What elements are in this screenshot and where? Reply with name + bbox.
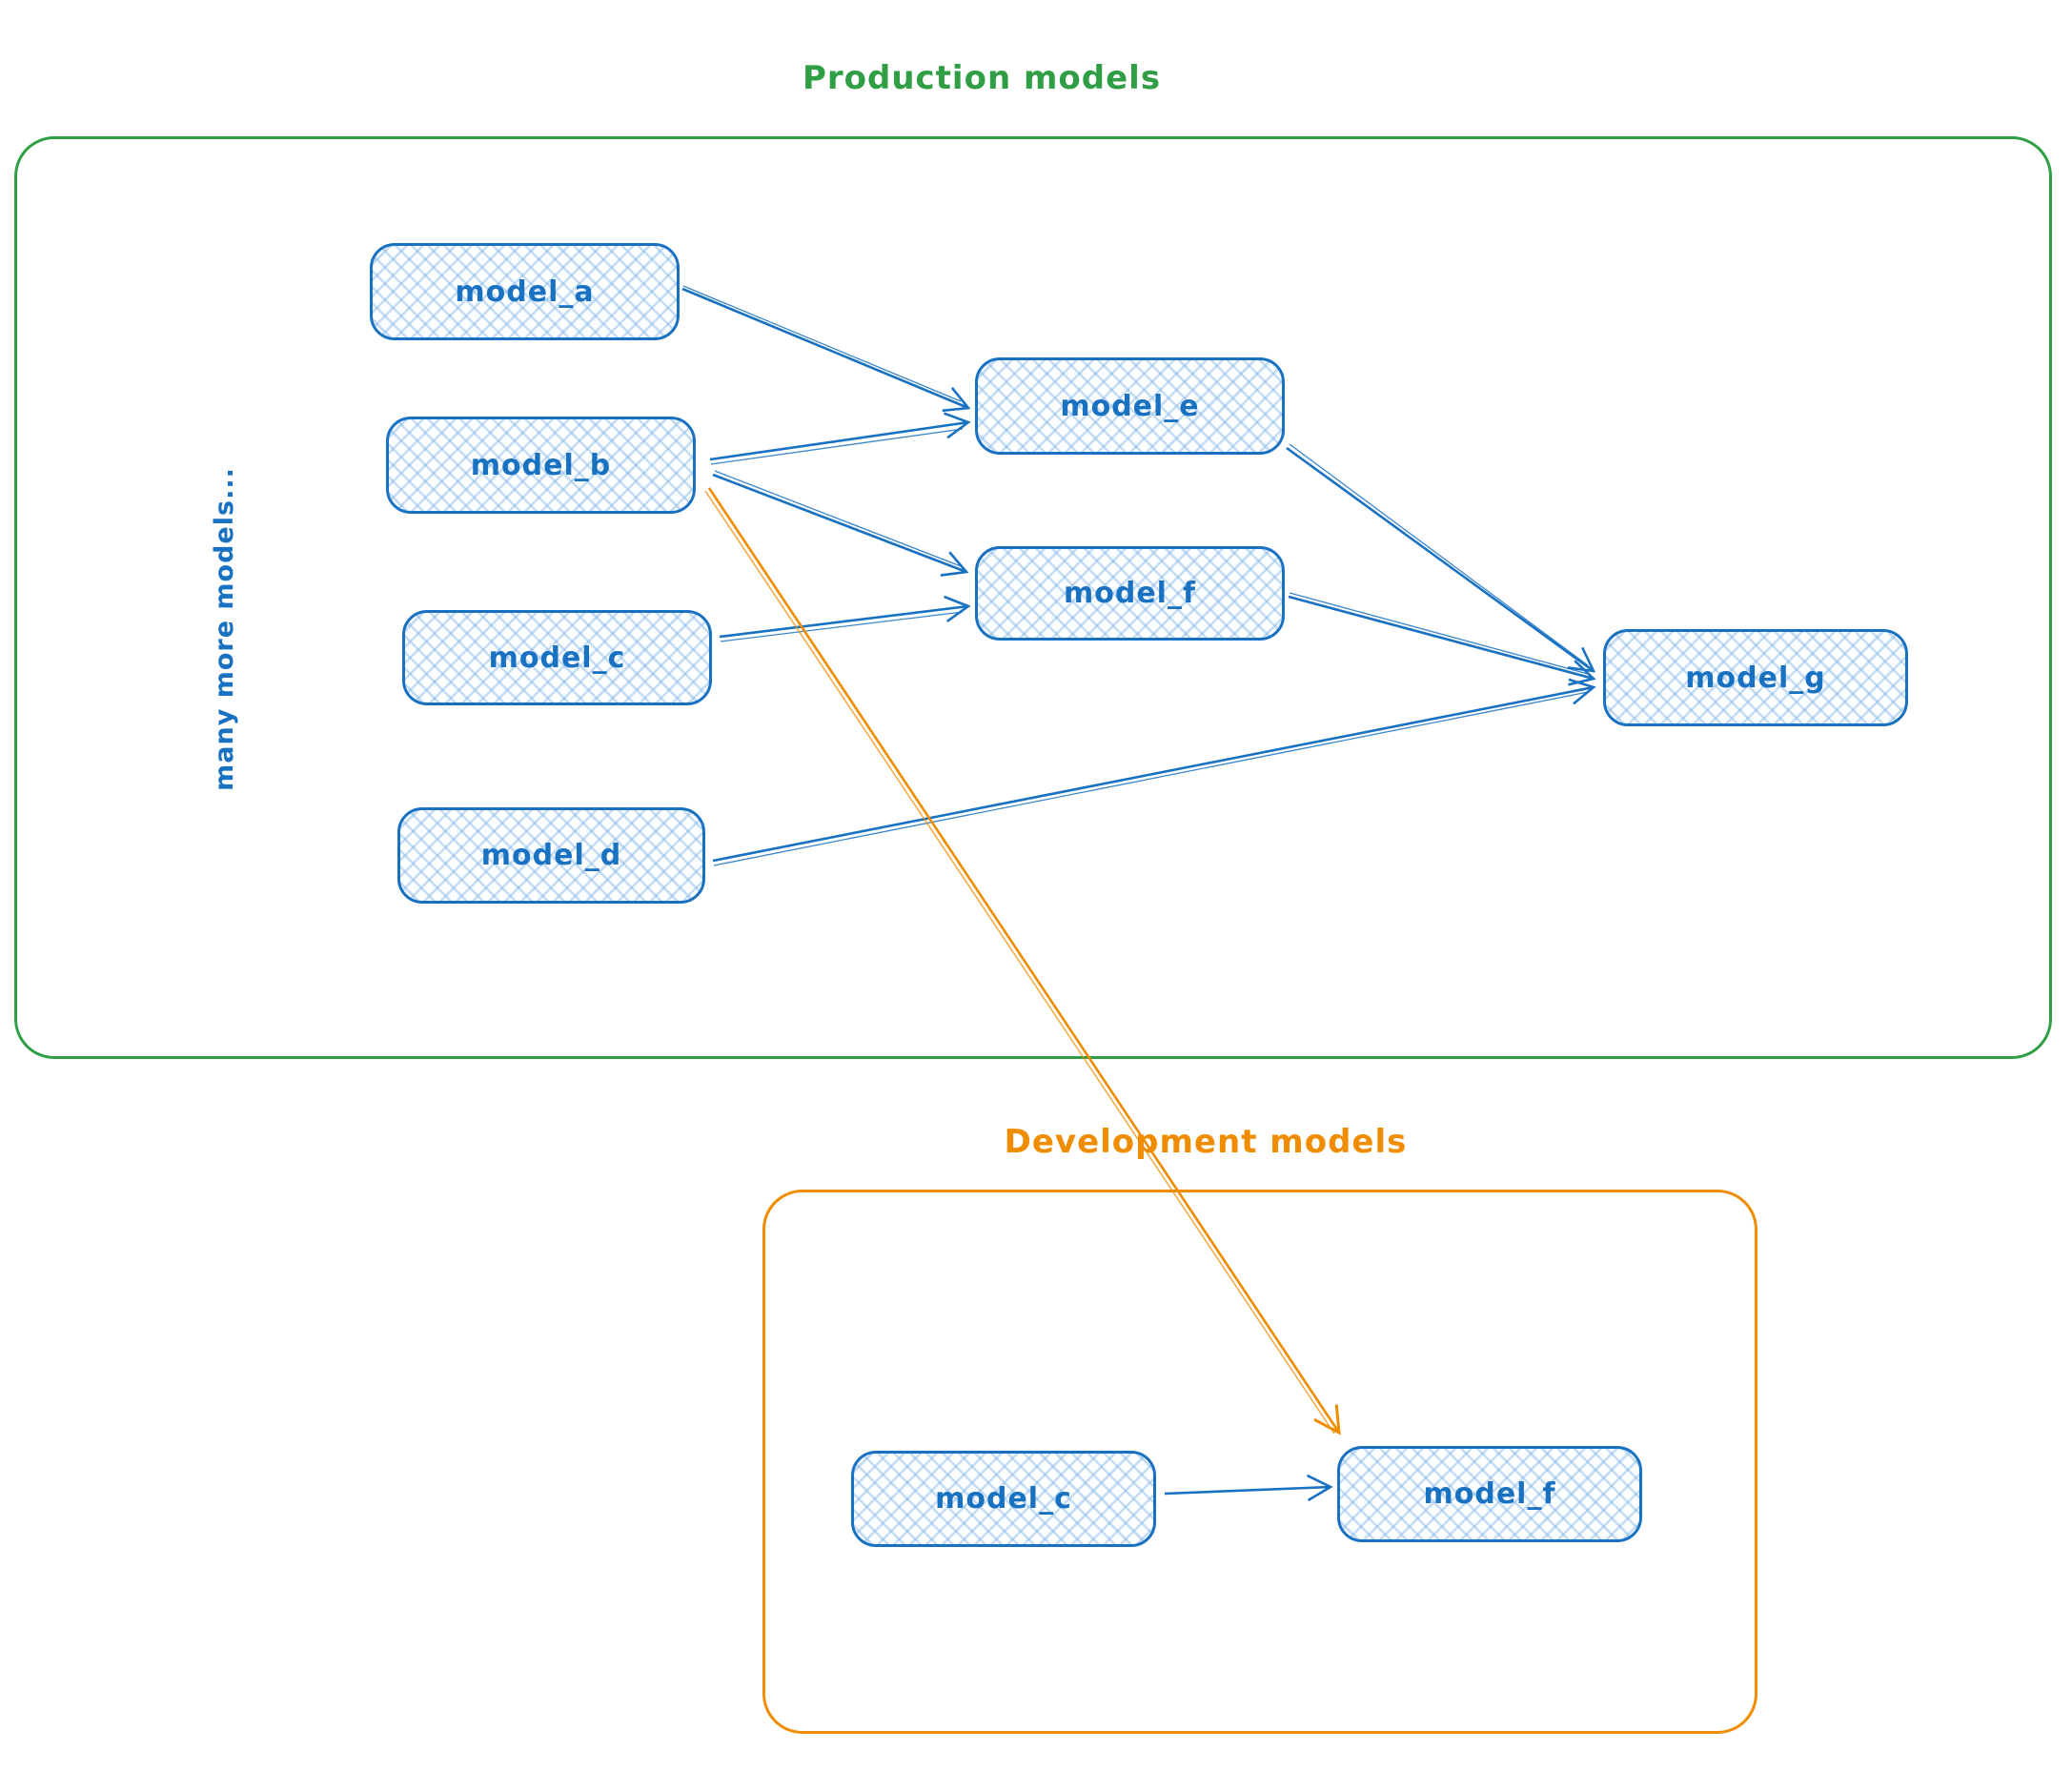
node-model-g-label: model_g <box>1685 661 1826 695</box>
node-model-c[interactable]: model_c <box>402 610 712 705</box>
node-model-f[interactable]: model_f <box>975 546 1285 641</box>
node-model-g[interactable]: model_g <box>1603 629 1908 726</box>
node-dev-model-f-label: model_f <box>1423 1477 1556 1511</box>
development-title: Development models <box>1004 1123 1408 1161</box>
node-model-f-label: model_f <box>1063 577 1197 610</box>
node-model-b[interactable]: model_b <box>386 417 696 514</box>
node-model-e[interactable]: model_e <box>975 357 1285 455</box>
node-dev-model-f[interactable]: model_f <box>1337 1446 1642 1542</box>
node-model-e-label: model_e <box>1060 389 1200 423</box>
many-more-models-label: many more models... <box>210 467 239 791</box>
node-model-a[interactable]: model_a <box>370 243 680 340</box>
node-model-d-label: model_d <box>480 839 622 872</box>
node-dev-model-c[interactable]: model_c <box>851 1451 1156 1547</box>
node-model-b-label: model_b <box>470 448 612 482</box>
node-model-d[interactable]: model_d <box>397 807 705 904</box>
node-model-a-label: model_a <box>455 275 595 309</box>
node-model-c-label: model_c <box>488 641 626 675</box>
production-title: Production models <box>802 59 1162 97</box>
node-dev-model-c-label: model_c <box>935 1482 1072 1516</box>
